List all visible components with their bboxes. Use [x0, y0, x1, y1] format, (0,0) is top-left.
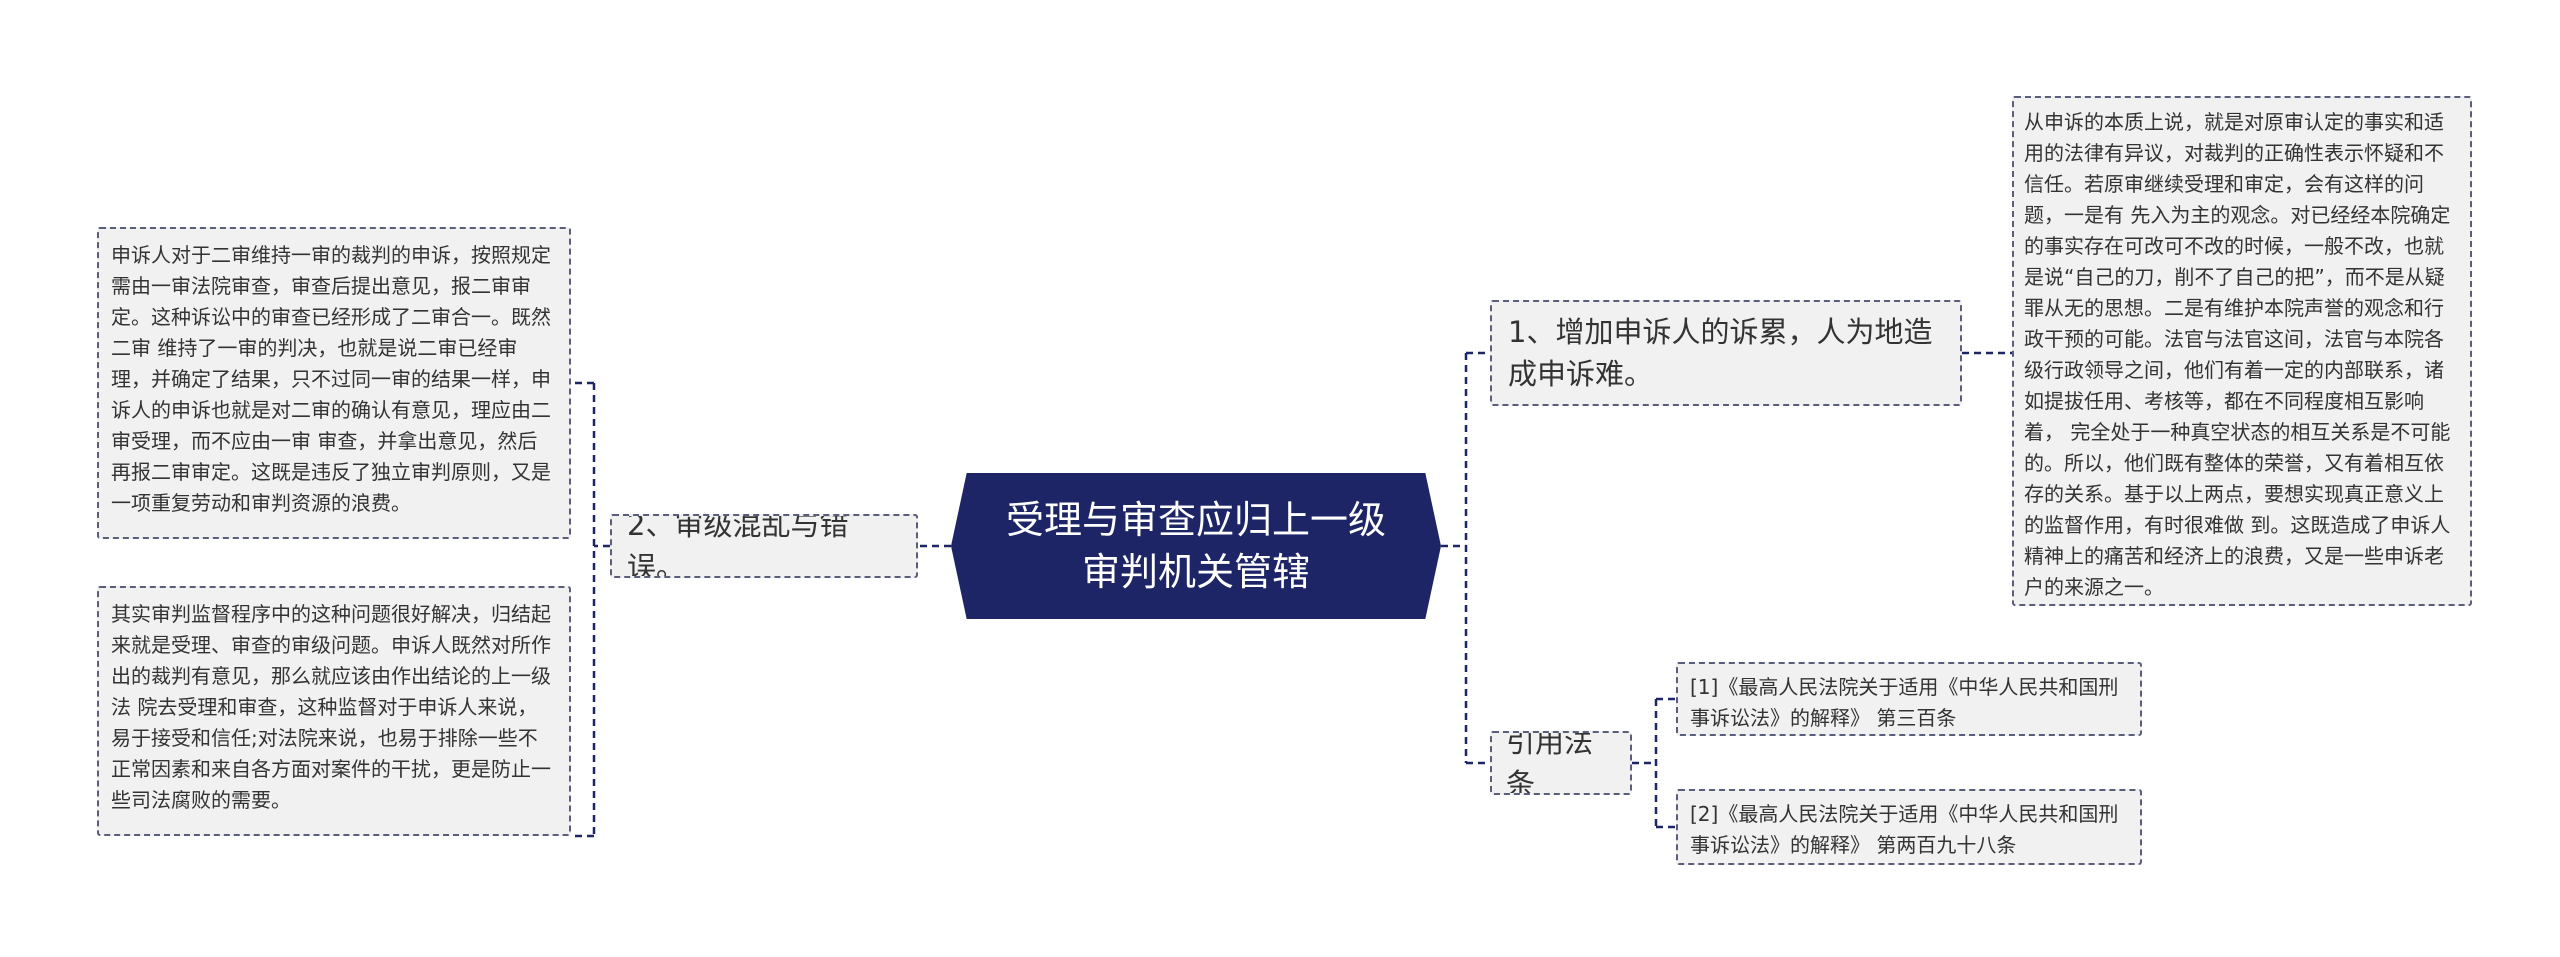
root-topic-label: 受理与审查应归上一级审判机关管辖: [1005, 498, 1386, 594]
left-note-1: 申诉人对于二审维持一审的裁判的申诉，按照规定需由一审法院审查，审查后提出意见，报…: [97, 227, 571, 539]
left-branch-node[interactable]: 2、审级混乱与错误。: [610, 514, 918, 578]
left-branch-label: 2、审级混乱与错误。: [627, 514, 849, 578]
right-branch-node-1[interactable]: 1、增加申诉人的诉累，人为地造成申诉难。: [1490, 300, 1962, 406]
right-branch-node-2[interactable]: 引用法条: [1490, 731, 1632, 795]
right-note: 从申诉的本质上说，就是对原审认定的事实和适用的法律有异议，对裁判的正确性表示怀疑…: [2012, 96, 2472, 606]
right-branch-2-label: 引用法条: [1506, 731, 1594, 795]
right-branch-1-label: 1、增加申诉人的诉累，人为地造成申诉难。: [1508, 315, 1933, 391]
citation-1: [1]《最高人民法院关于适用《中华人民共和国刑事诉讼法》的解释》 第三百条: [1676, 662, 2142, 736]
root-topic[interactable]: 受理与审查应归上一级审判机关管辖: [951, 473, 1441, 619]
link-right-branch2-citations: [1632, 697, 1676, 829]
right-note-text: 从申诉的本质上说，就是对原审认定的事实和适用的法律有异议，对裁判的正确性表示怀疑…: [2024, 110, 2451, 599]
left-note-2: 其实审判监督程序中的这种问题很好解决，归结起来就是受理、审查的审级问题。申诉人既…: [97, 586, 571, 836]
left-note-2-text: 其实审判监督程序中的这种问题很好解决，归结起来就是受理、审查的审级问题。申诉人既…: [111, 602, 551, 812]
link-root-right-branches: [1441, 351, 1490, 765]
citation-1-text: [1]《最高人民法院关于适用《中华人民共和国刑事诉讼法》的解释》 第三百条: [1690, 675, 2119, 730]
link-left-branch-notes: [571, 381, 610, 838]
citation-2: [2]《最高人民法院关于适用《中华人民共和国刑事诉讼法》的解释》 第两百九十八条: [1676, 789, 2142, 865]
left-note-1-text: 申诉人对于二审维持一审的裁判的申诉，按照规定需由一审法院审查，审查后提出意见，报…: [111, 243, 551, 515]
citation-2-text: [2]《最高人民法院关于适用《中华人民共和国刑事诉讼法》的解释》 第两百九十八条: [1690, 802, 2119, 857]
